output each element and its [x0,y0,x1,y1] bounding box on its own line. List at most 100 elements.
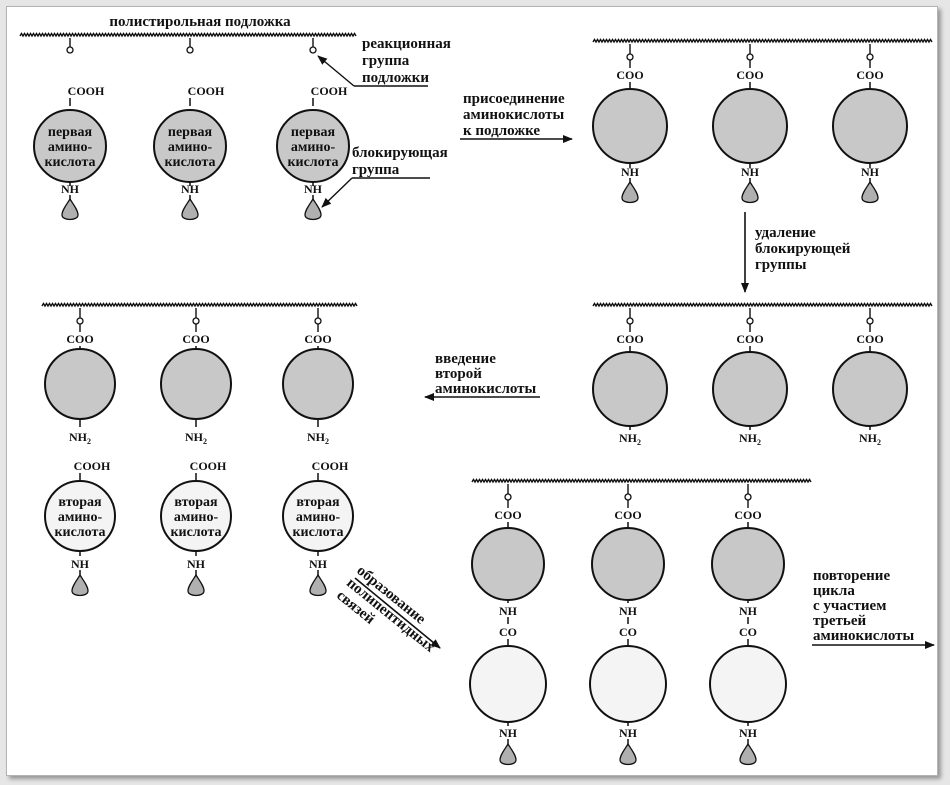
panel-b-unit-3-blocking-group [861,180,879,204]
panel-d-unit-3-second-nh: NH [309,557,328,571]
panel-c-unit-2-coo: COO [736,332,763,346]
panel-c-unit-1-nh2-subscript: 2 [637,438,641,447]
panel-a-unit-2-first-amino-acid-label-line-2: амино- [168,140,213,155]
panel-b-unit-3-coo: COO [856,68,883,82]
peptide-bond-arrow [354,577,441,649]
repeat-line-5: аминокислоты [813,628,915,644]
panel-e-unit-3-coo: COO [734,508,761,522]
repeat-line-2: цикла [813,583,855,599]
panel-e-unit-1-blocking-group [499,742,517,766]
panel-a-unit-3-blocking-group [304,197,322,221]
panel-c-unit-2-nh2: NH2 [739,431,761,447]
panel-c-unit-2-nh2-subscript: 2 [757,438,761,447]
panel-e-unit-3-co: CO [739,625,757,639]
panel-e-unit-2-second-amino-acid [589,645,667,723]
panel-e-unit-1-coo: COO [494,508,521,522]
panel-e-unit-3-second-nh: NH [739,726,758,740]
generated-structures: COOHперваяамино-кислотаNHCOOHперваяамино… [19,32,933,766]
repeat-step: повторение цикла с участием третьей амин… [812,568,935,649]
deblock-step: удаление блокирующей группы [741,212,851,293]
panel-c-unit-1-nh2: NH2 [619,431,641,447]
panel-b-unit-2-blocking-group [741,180,759,204]
panel-d-unit-2-nh2: NH2 [185,430,207,446]
panel-a-unit-2-blocking-group [181,197,199,221]
panel-a-unit-3-first-amino-acid-label-line-3: кислота [287,155,338,170]
second-intro-line-2: второй [435,366,482,382]
panel-b-unit-1-first-amino-acid [592,88,668,164]
panel-d-unit-1-first-amino-acid [44,348,116,420]
panel-a-unit-2-first-amino-acid-label-line-3: кислота [164,155,215,170]
panel-a-unit-1-blocking-group [61,197,79,221]
panel-b-unit-2-coo: COO [736,68,763,82]
support-panel-a [19,32,357,38]
repeat-line-4: третьей [813,613,867,629]
panel-d-unit-1-second-amino-acid-label-line-2: амино- [58,510,103,525]
panel-e-unit-2-coo: COO [614,508,641,522]
panel-a-unit-1-cooh: COOH [68,84,105,98]
panel-e-unit-2-co: CO [619,625,637,639]
support-panel-b [592,38,933,44]
panel-b-unit-1-ester-link-ester-ring [626,53,634,61]
panel-d-unit-3-second-amino-acid-label-line-3: кислота [292,525,343,540]
panel-d-unit-2-second-blocking-group [187,573,205,597]
panel-a-unit-2-cooh: COOH [188,84,225,98]
panel-c-unit-1-coo: COO [616,332,643,346]
blocking-group-line-1: блокирующая [352,145,448,161]
reaction-group-label: реакционная группа подложки [317,36,451,87]
panel-a-unit-3-cooh: COOH [311,84,348,98]
panel-a-unit-3-first-amino-acid-label-line-1: первая [291,125,336,140]
panel-b-unit-2-first-amino-acid [712,88,788,164]
support-panel-c [592,302,933,308]
panel-c-unit-2-first-amino-acid [712,351,788,427]
panel-d-unit-2-second-cooh: COOH [190,459,227,473]
panel-b-unit-1-coo: COO [616,68,643,82]
panel-c-unit-3-ester-link-ester-ring [866,317,874,325]
second-intro-step: введение второй аминокислоты [424,351,540,401]
panel-b-unit-3-nh: NH [861,165,880,179]
reaction-group-arrow [317,55,355,87]
support-title: полистирольная подложка [109,14,291,30]
panel-d-unit-3-nh2-subscript: 2 [325,437,329,446]
panel-d-unit-1-ester-link-ester-ring [76,317,84,325]
panel-e-unit-1-second-nh: NH [499,726,518,740]
second-intro-line-1: введение [435,351,496,367]
panel-c-unit-3-first-amino-acid [832,351,908,427]
support-panel-d [41,302,358,308]
panel-e-unit-1-nh: NH [499,604,518,618]
panel-a-unit-3-support-group-reactive-site [309,46,317,54]
panel-c-unit-2-ester-link-ester-ring [746,317,754,325]
panel-c-unit-1-first-amino-acid [592,351,668,427]
panel-a-unit-1-first-amino-acid-label-line-2: амино- [48,140,93,155]
panel-a-unit-3-first-amino-acid-label-line-2: амино- [291,140,336,155]
deblock-step-line-3: группы [755,257,807,273]
panel-b-unit-2-ester-link-ester-ring [746,53,754,61]
panel-a-unit-1-first-amino-acid-label-line-3: кислота [44,155,95,170]
panel-d-unit-3-second-cooh: COOH [312,459,349,473]
attach-step-line-2: аминокислоты [463,107,565,123]
panel-e-unit-3-blocking-group [739,742,757,766]
panel-e-unit-1-ester-link-ester-ring [504,493,512,501]
panel-c-unit-3-nh2: NH2 [859,431,881,447]
panel-d-unit-3-ester-link-ester-ring [314,317,322,325]
panel-e-unit-2-nh: NH [619,604,638,618]
panel-d-unit-1-second-cooh: COOH [74,459,111,473]
panel-d-unit-3-nh2: NH2 [307,430,329,446]
panel-e-unit-2-first-amino-acid [591,527,665,601]
panel-a-unit-3-nh: NH [304,182,323,196]
panel-d-unit-1-second-amino-acid-label-line-3: кислота [54,525,105,540]
attach-step-line-3: к подложке [463,123,540,139]
panel-d-unit-1-coo: COO [66,332,93,346]
panel-d-unit-2-second-amino-acid-label-line-3: кислота [170,525,221,540]
panel-c-unit-3-nh2-subscript: 2 [877,438,881,447]
panel-b-unit-1-blocking-group [621,180,639,204]
panel-a-unit-2-nh: NH [181,182,200,196]
panel-d-unit-3-second-amino-acid-label-line-2: амино- [296,510,341,525]
panel-e-unit-3-first-amino-acid [711,527,785,601]
panel-a-unit-2-support-group-reactive-site [186,46,194,54]
panel-e-unit-1-second-amino-acid [469,645,547,723]
panel-d-unit-2-second-amino-acid-label-line-2: амино- [174,510,219,525]
panel-d-unit-1-nh2-subscript: 2 [87,437,91,446]
blocking-group-arrow [321,177,353,208]
peptide-bond-step: образование полипептидных связей [333,563,441,656]
